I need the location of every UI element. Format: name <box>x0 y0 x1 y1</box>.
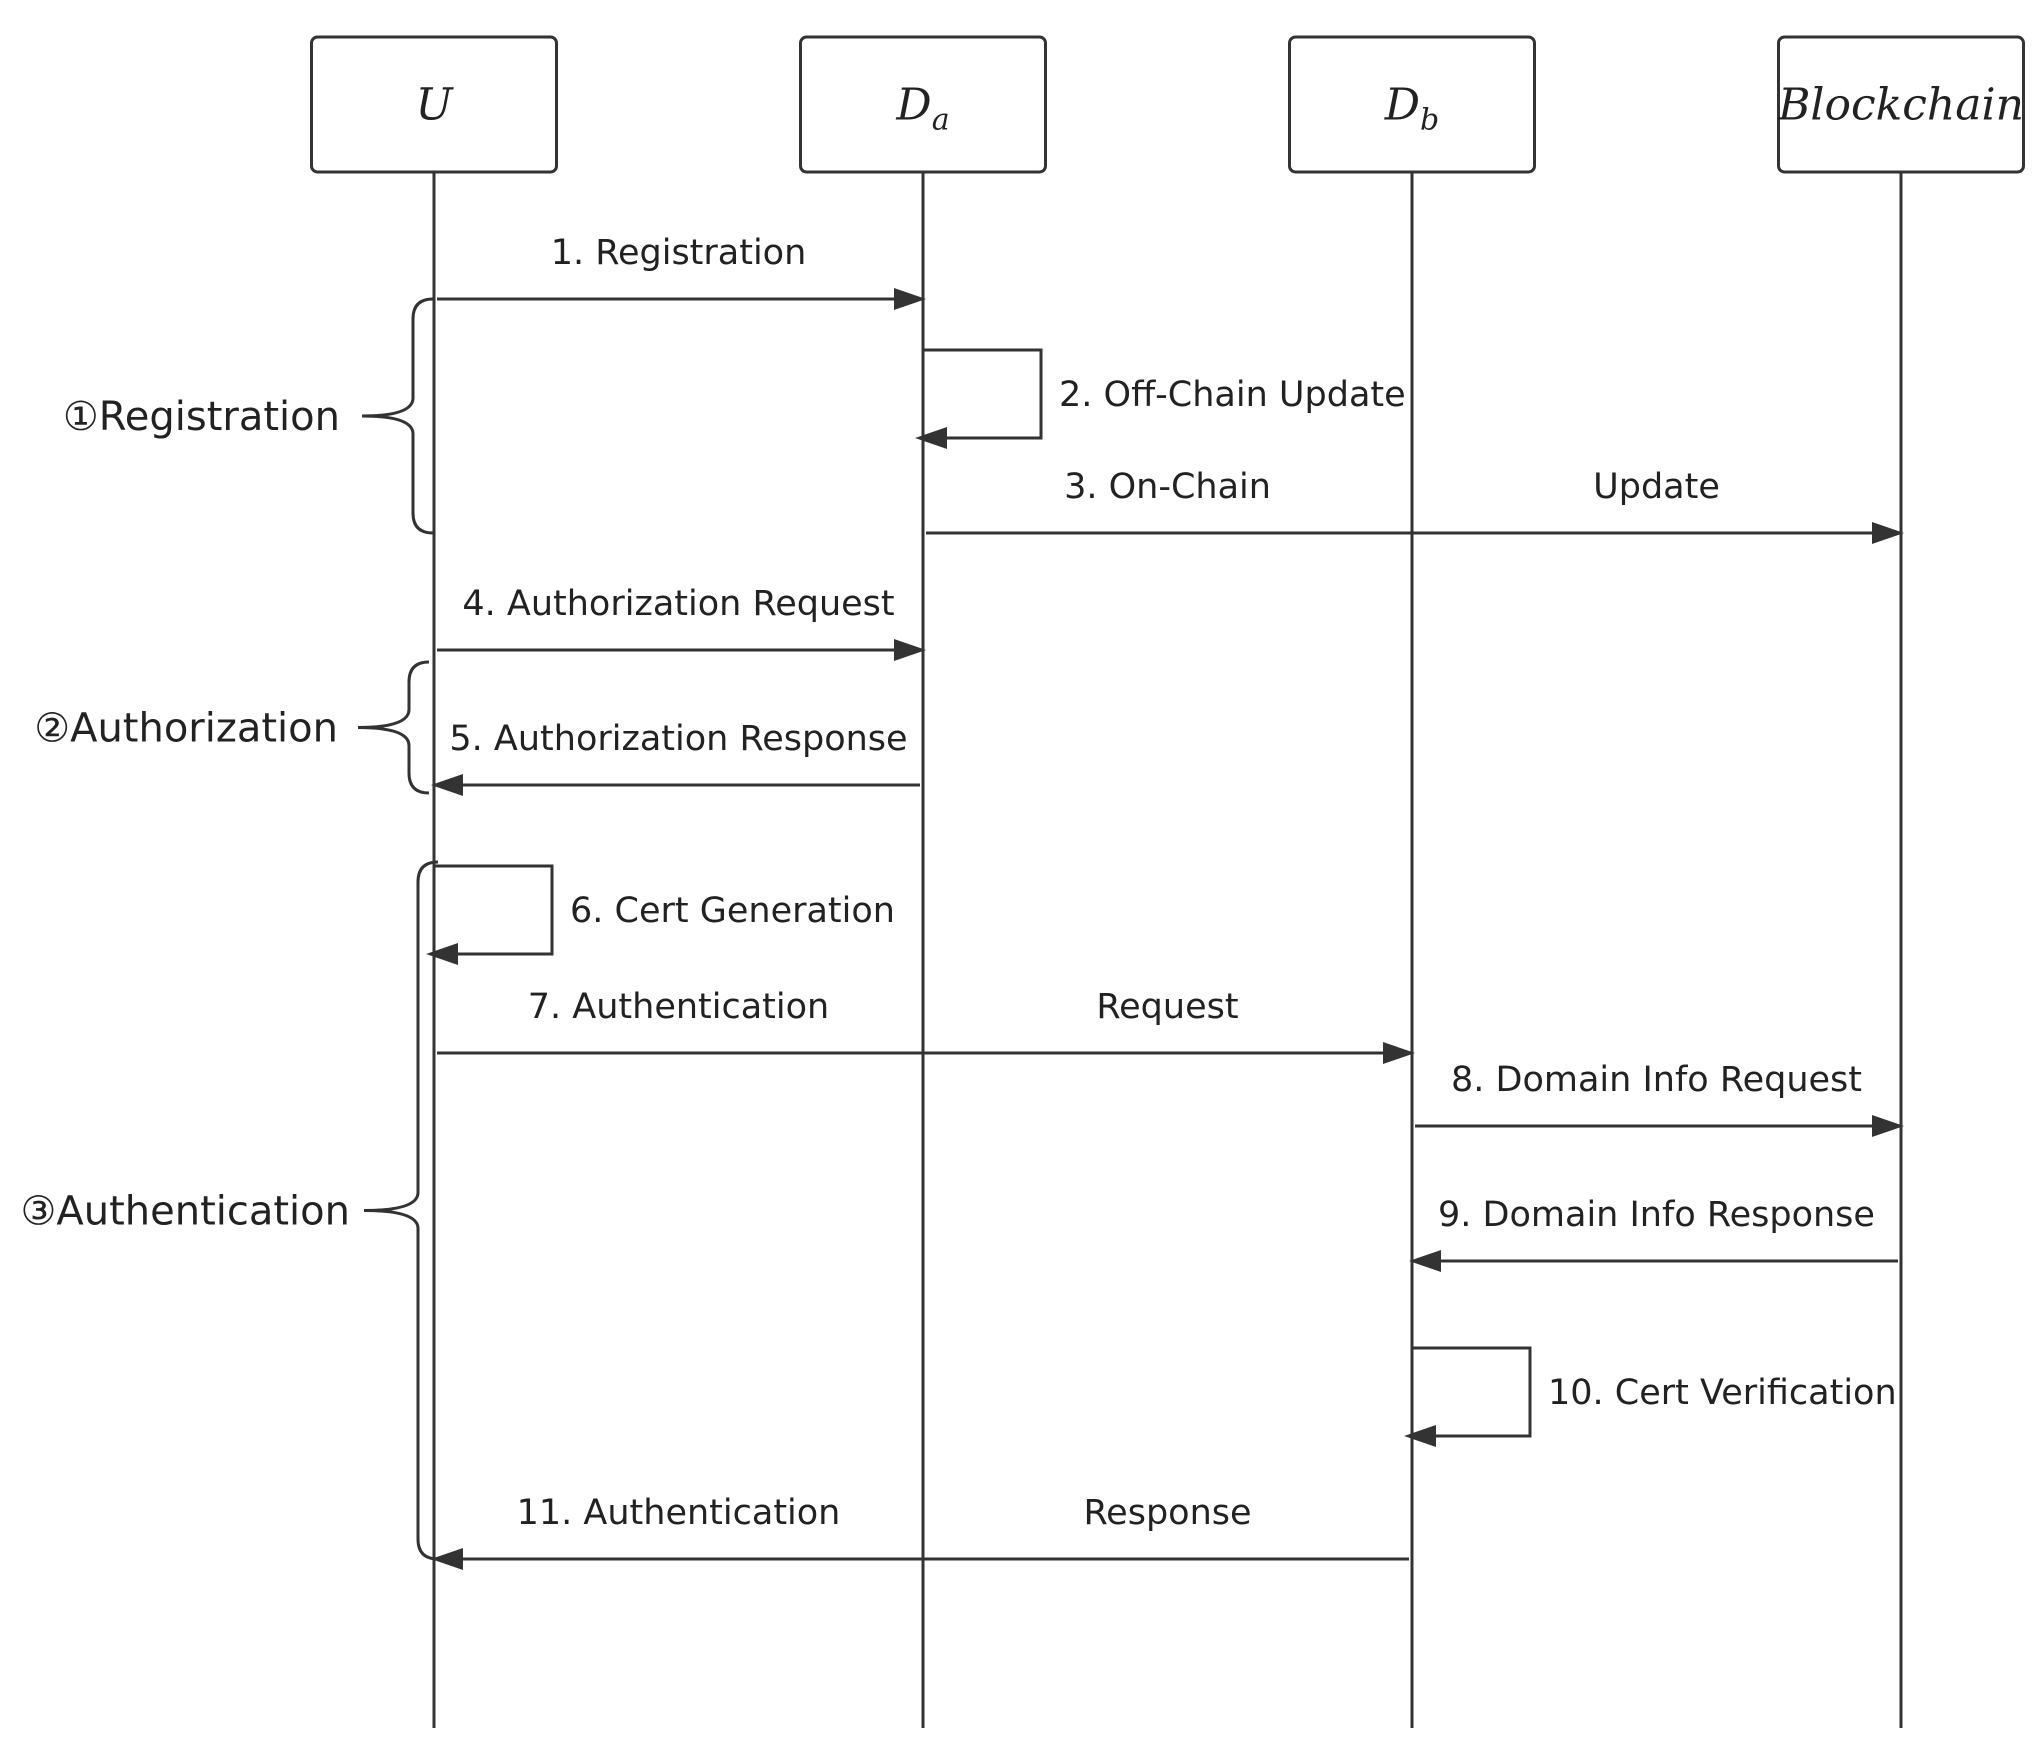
arrowhead <box>431 774 463 796</box>
arrowhead <box>915 427 947 449</box>
message-m11: 11. Authentication Response <box>431 1493 1409 1570</box>
phases: ①Registration ②Authorization ③Authenticati… <box>21 297 439 1561</box>
phase-registration: ①Registration <box>63 297 434 535</box>
phase-authentication: ③Authentication <box>21 860 439 1561</box>
arrowhead <box>426 943 458 965</box>
participant-blockchain: Blockchain <box>1777 35 2025 174</box>
message-label: Response <box>1083 1493 1251 1533</box>
arrowhead <box>894 639 926 661</box>
arrowhead <box>894 288 926 310</box>
message-m3: 3. On-Chain Update <box>926 467 1904 544</box>
arrowhead <box>1383 1042 1415 1064</box>
message-label: Update <box>1593 467 1720 507</box>
self-message-line <box>434 864 554 956</box>
arrowhead <box>1409 1250 1441 1272</box>
participant-box <box>799 35 1047 174</box>
message-label: 7. Authentication <box>528 987 829 1027</box>
participant-name: D <box>895 80 931 131</box>
phase-label: ①Registration <box>63 394 340 440</box>
message-label: 11. Authentication <box>517 1493 841 1533</box>
arrowhead <box>431 1548 463 1570</box>
participant-name: Blockchain <box>1777 80 2024 131</box>
message-label: 3. On-Chain <box>1064 467 1271 507</box>
message-label: 9. Domain Info Response <box>1438 1195 1875 1235</box>
participant-subscript: b <box>1420 103 1439 138</box>
arrowhead <box>1872 522 1904 544</box>
participant-da: Da <box>799 35 1047 174</box>
participant-box <box>1288 35 1536 174</box>
messages: 1. Registration 2. Off-Chain Update 3. On-… <box>426 233 1904 1570</box>
message-m5: 5. Authorization Response <box>431 719 920 796</box>
participant-db: Db <box>1288 35 1536 174</box>
lifelines <box>432 172 1903 1728</box>
message-m9: 9. Domain Info Response <box>1409 1195 1898 1272</box>
phase-brace <box>357 660 430 795</box>
self-message-line <box>923 348 1043 440</box>
participant-label: Blockchain <box>1777 80 2024 131</box>
message-m1: 1. Registration <box>437 233 926 310</box>
message-m10: 10. Cert Verification <box>1404 1346 1897 1447</box>
participant-label: Da <box>895 80 949 138</box>
phase-label: ③Authentication <box>21 1189 351 1235</box>
phase-label: ②Authorization <box>34 706 338 752</box>
message-m2: 2. Off-Chain Update <box>915 348 1406 449</box>
participant-subscript: a <box>932 103 950 138</box>
message-label: 1. Registration <box>551 233 807 273</box>
message-m8: 8. Domain Info Request <box>1415 1060 1904 1137</box>
self-message-line <box>1412 1346 1532 1438</box>
phase-brace <box>363 860 439 1561</box>
message-label: 4. Authorization Request <box>462 584 894 624</box>
message-label: 10. Cert Verification <box>1548 1373 1897 1413</box>
participant-label: U <box>415 80 454 131</box>
message-m4: 4. Authorization Request <box>437 584 926 661</box>
participant-u: U <box>310 35 558 174</box>
message-label: Request <box>1096 987 1238 1027</box>
arrowhead <box>1404 1425 1436 1447</box>
message-m7: 7. Authentication Request <box>437 987 1415 1064</box>
arrowhead <box>1872 1115 1904 1137</box>
participant-box <box>1777 35 2025 174</box>
phase-authorization: ②Authorization <box>34 660 430 795</box>
phase-brace <box>361 297 434 535</box>
participant-box <box>310 35 558 174</box>
participant-label: Db <box>1384 80 1440 138</box>
participant-name: D <box>1384 80 1420 131</box>
message-m6: 6. Cert Generation <box>426 864 895 965</box>
participant-name: U <box>415 80 454 131</box>
message-label: 6. Cert Generation <box>570 891 895 931</box>
message-label: 5. Authorization Response <box>449 719 907 759</box>
message-label: 2. Off-Chain Update <box>1059 375 1406 415</box>
message-label: 8. Domain Info Request <box>1451 1060 1862 1100</box>
